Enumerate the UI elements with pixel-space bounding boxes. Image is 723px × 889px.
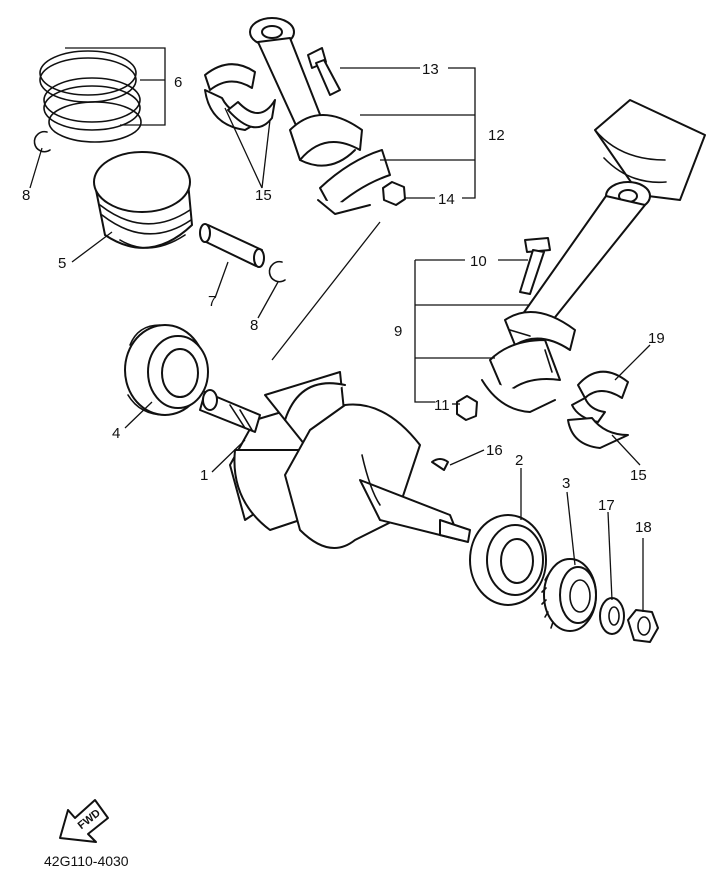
washer xyxy=(599,597,625,635)
callout-3: 3 xyxy=(562,475,570,492)
callout-1: 1 xyxy=(200,467,208,484)
callout-2: 2 xyxy=(515,452,523,469)
circlip-right xyxy=(268,260,286,283)
callout-6: 6 xyxy=(174,74,182,91)
rod-nut-lower xyxy=(456,395,478,421)
callout-5: 5 xyxy=(58,255,66,272)
callout-8-left: 8 xyxy=(22,187,30,204)
crank-nut xyxy=(627,609,659,643)
callout-13: 13 xyxy=(422,61,439,78)
piston-pin xyxy=(199,223,265,268)
callout-11: 11 xyxy=(434,397,450,414)
callout-15-lower: 15 xyxy=(630,467,647,484)
callout-9: 9 xyxy=(394,323,402,340)
primary-gear xyxy=(541,558,597,632)
crankshaft xyxy=(199,371,471,549)
circlip-left xyxy=(33,130,51,153)
callout-12: 12 xyxy=(488,127,505,144)
callout-14: 14 xyxy=(438,191,455,208)
callout-16: 16 xyxy=(486,442,503,459)
callout-10: 10 xyxy=(470,253,487,270)
rod-bolt-lower xyxy=(519,237,551,295)
callout-8-right: 8 xyxy=(250,317,258,334)
callout-4: 4 xyxy=(112,425,120,442)
cylinder-outline xyxy=(594,99,706,201)
bearing-shells-lower xyxy=(567,370,629,449)
callout-19: 19 xyxy=(648,330,665,347)
rod-bolt-upper xyxy=(307,47,341,96)
connecting-rod-lower xyxy=(481,181,651,413)
bearing-shells-upper xyxy=(204,63,276,131)
callout-18: 18 xyxy=(635,519,652,536)
woodruff-key xyxy=(431,458,449,471)
bearing-right xyxy=(469,514,547,606)
leader-lines xyxy=(29,47,651,612)
callout-15-upper: 15 xyxy=(255,187,272,204)
callout-7: 7 xyxy=(208,293,216,310)
bearing-left xyxy=(124,324,209,416)
forward-arrow-icon: FWD xyxy=(59,799,109,843)
rod-nut-upper xyxy=(382,181,406,206)
callout-17: 17 xyxy=(598,497,615,514)
diagram-code: 42G110-4030 xyxy=(44,853,129,869)
piston xyxy=(93,151,193,249)
connecting-rod-upper xyxy=(249,17,391,215)
piston-rings xyxy=(39,50,142,143)
